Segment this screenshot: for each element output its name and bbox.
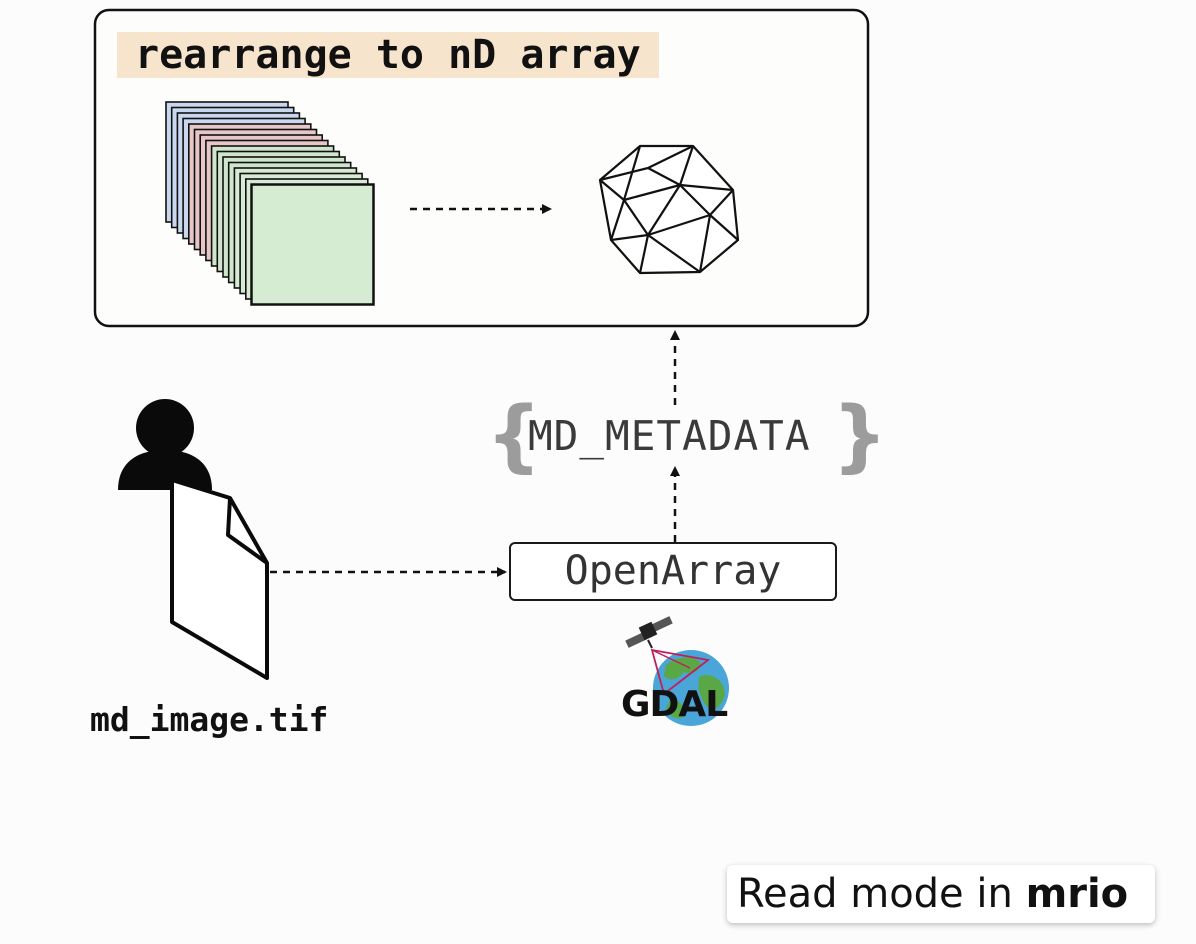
satellite-icon <box>625 616 673 649</box>
polyhedron-icon <box>598 144 740 275</box>
caption-emphasis: mrio <box>1025 871 1129 917</box>
metadata-open-brace: { <box>486 391 542 481</box>
file-name-label: md_image.tif <box>90 700 329 739</box>
image-stack-icon <box>165 101 375 306</box>
open-array-button[interactable]: OpenArray <box>509 542 837 601</box>
user-icon <box>118 399 212 490</box>
caption-prefix: Read mode in <box>737 871 1026 917</box>
globe-icon <box>650 648 729 726</box>
panel-title: rearrange to nD array <box>117 32 659 78</box>
stack-front-layer <box>250 183 375 306</box>
caption-box: Read mode in mrio <box>727 865 1155 923</box>
file-icon <box>170 478 269 680</box>
gdal-logo-text: GDAL <box>621 684 728 725</box>
metadata-close-brace: } <box>832 391 888 481</box>
metadata-label: MD_METADATA <box>528 412 811 460</box>
